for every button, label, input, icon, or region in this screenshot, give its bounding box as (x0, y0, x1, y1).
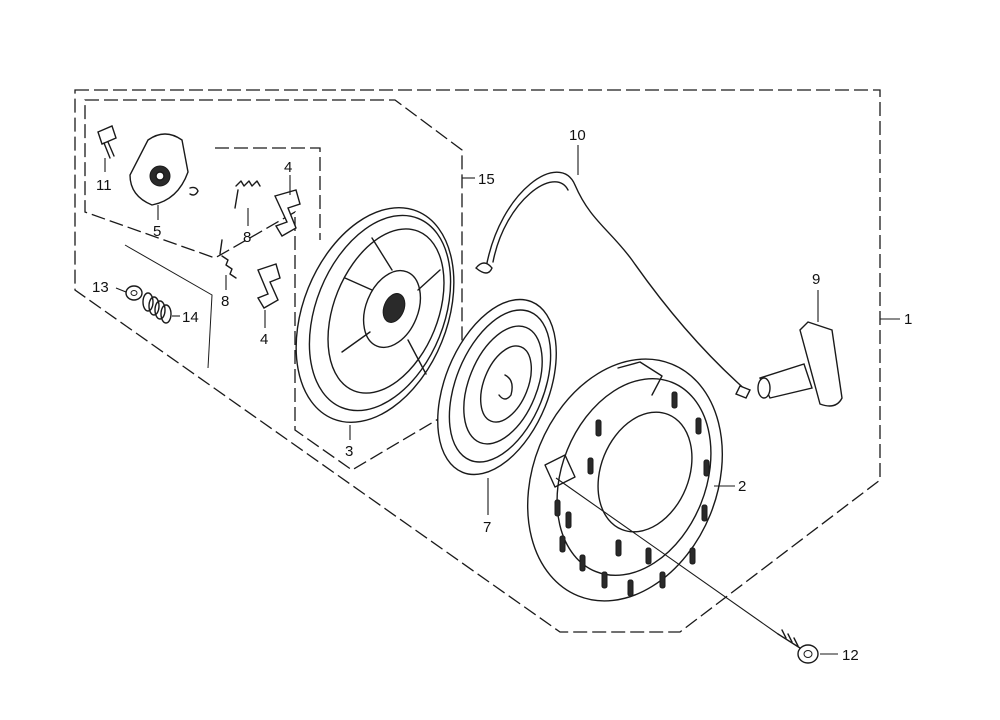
callout-7: 7 (483, 519, 491, 536)
spring-part-8-upper (234, 180, 261, 209)
callout-4-lower: 4 (260, 331, 268, 348)
leader-lines (104, 145, 900, 655)
spring-part-8-lower (219, 239, 237, 279)
callout-12: 12 (842, 647, 859, 664)
callout-4-upper: 4 (284, 159, 292, 176)
callout-13: 13 (92, 279, 109, 296)
starter-case-part-2 (526, 358, 724, 602)
callout-8-upper: 8 (243, 229, 251, 246)
bolt-part-11 (97, 125, 117, 159)
callout-1: 1 (904, 311, 912, 328)
case-vent-slots (554, 391, 710, 597)
ratchet-plate-part-5 (129, 133, 199, 206)
pawl-part-4-upper (274, 189, 301, 237)
starter-rope-part-10 (475, 171, 751, 399)
callout-3: 3 (345, 443, 353, 460)
callout-labels: 1 2 3 4 4 5 7 8 8 9 10 11 12 13 14 15 (92, 127, 912, 664)
callout-10: 10 (569, 127, 586, 144)
callout-8-lower: 8 (221, 293, 229, 310)
callout-15: 15 (478, 171, 495, 188)
starter-grip-part-9 (757, 321, 843, 407)
callout-9: 9 (812, 271, 820, 288)
assembly-outline (74, 89, 881, 633)
spring-part-14 (142, 292, 172, 324)
callout-14: 14 (182, 309, 199, 326)
callout-11: 11 (96, 177, 112, 194)
separator-bar (124, 244, 213, 369)
washer-part-13 (125, 285, 143, 301)
subassembly-outline (84, 99, 463, 471)
small-parts-box (215, 147, 321, 240)
callout-2: 2 (738, 478, 746, 495)
recoil-spring-part-7 (437, 298, 557, 476)
recoil-pulley-part-3 (295, 207, 455, 423)
callout-5: 5 (153, 223, 161, 240)
flange-bolt-part-12 (777, 629, 819, 664)
pawl-part-4-lower (256, 263, 281, 309)
